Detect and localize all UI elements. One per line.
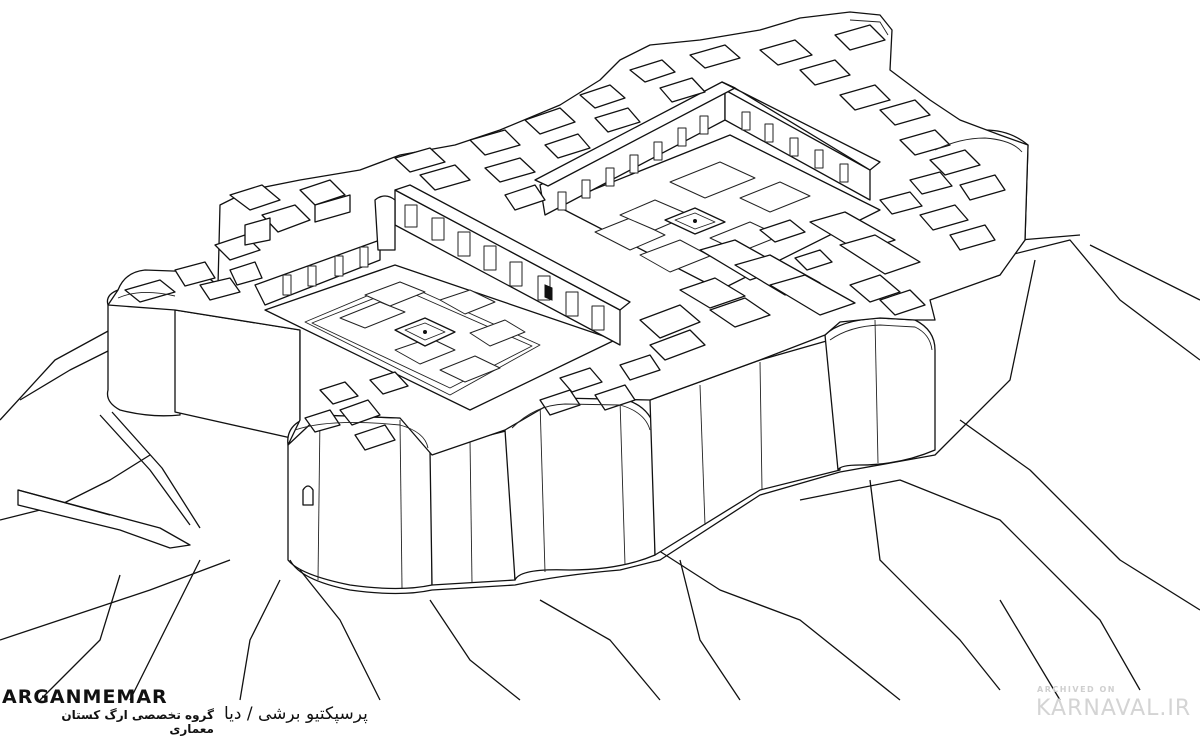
watermark-small-text: ARCHIVED ON <box>1037 685 1116 694</box>
left-courtyard-arcade <box>395 185 630 345</box>
arganmemar-logo: ARGANMEMAR گروه تخصصی ارگ کستان معماری <box>2 686 214 736</box>
hill-terrain <box>0 235 1200 700</box>
left-side-arcade <box>255 196 395 305</box>
watermark-big-text: KARNAVAL.IR <box>1036 696 1192 721</box>
left-courtyard <box>265 265 615 410</box>
logo-main-text: ARGANMEMAR <box>2 686 168 708</box>
access-ramp <box>18 412 200 548</box>
drawing-caption: پرسپکتیو برشی / دیا <box>224 704 368 724</box>
right-courtyard-arcade <box>535 82 880 215</box>
room-blocks <box>125 25 1005 450</box>
outer-wall-base <box>107 130 1035 594</box>
parapets <box>118 20 1022 448</box>
logo-sub-text: گروه تخصصی ارگ کستان معماری <box>61 708 214 736</box>
